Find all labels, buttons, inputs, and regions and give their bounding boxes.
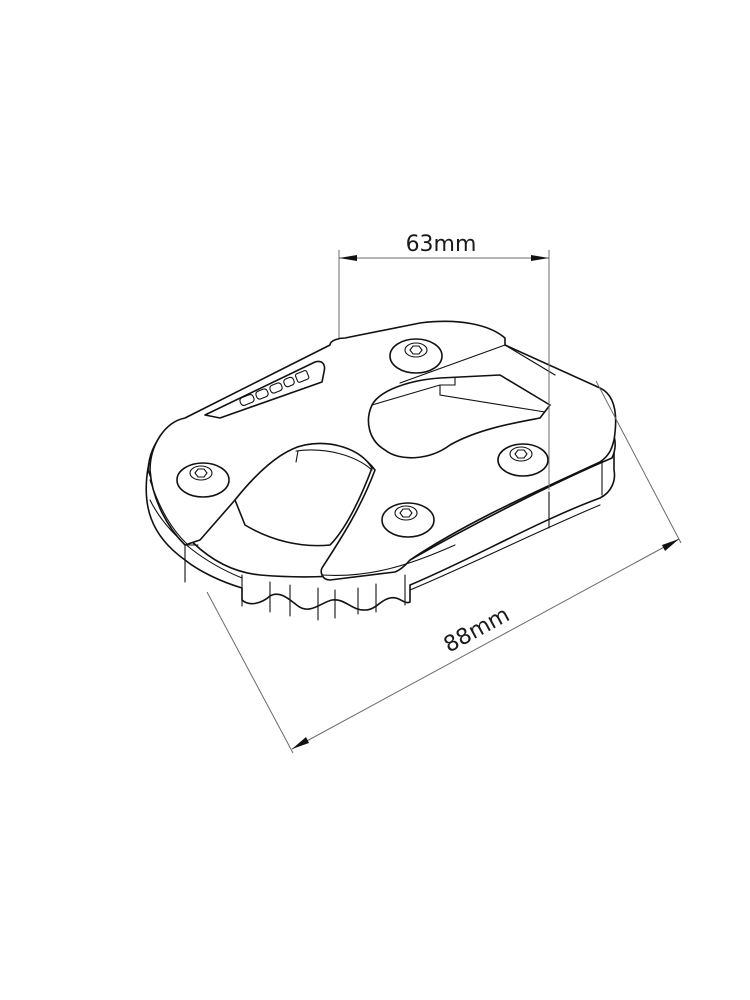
screw-front <box>381 502 435 538</box>
dimension-label-63mm: 63mm <box>406 232 477 257</box>
logo-engraving <box>239 370 310 406</box>
screw-left <box>176 462 230 498</box>
dimension-label-88mm: 88mm <box>440 602 514 658</box>
screw-rear <box>389 338 443 374</box>
cutouts <box>234 344 556 547</box>
screw-right <box>497 443 549 477</box>
dimension-63mm: 63mm <box>338 232 550 490</box>
